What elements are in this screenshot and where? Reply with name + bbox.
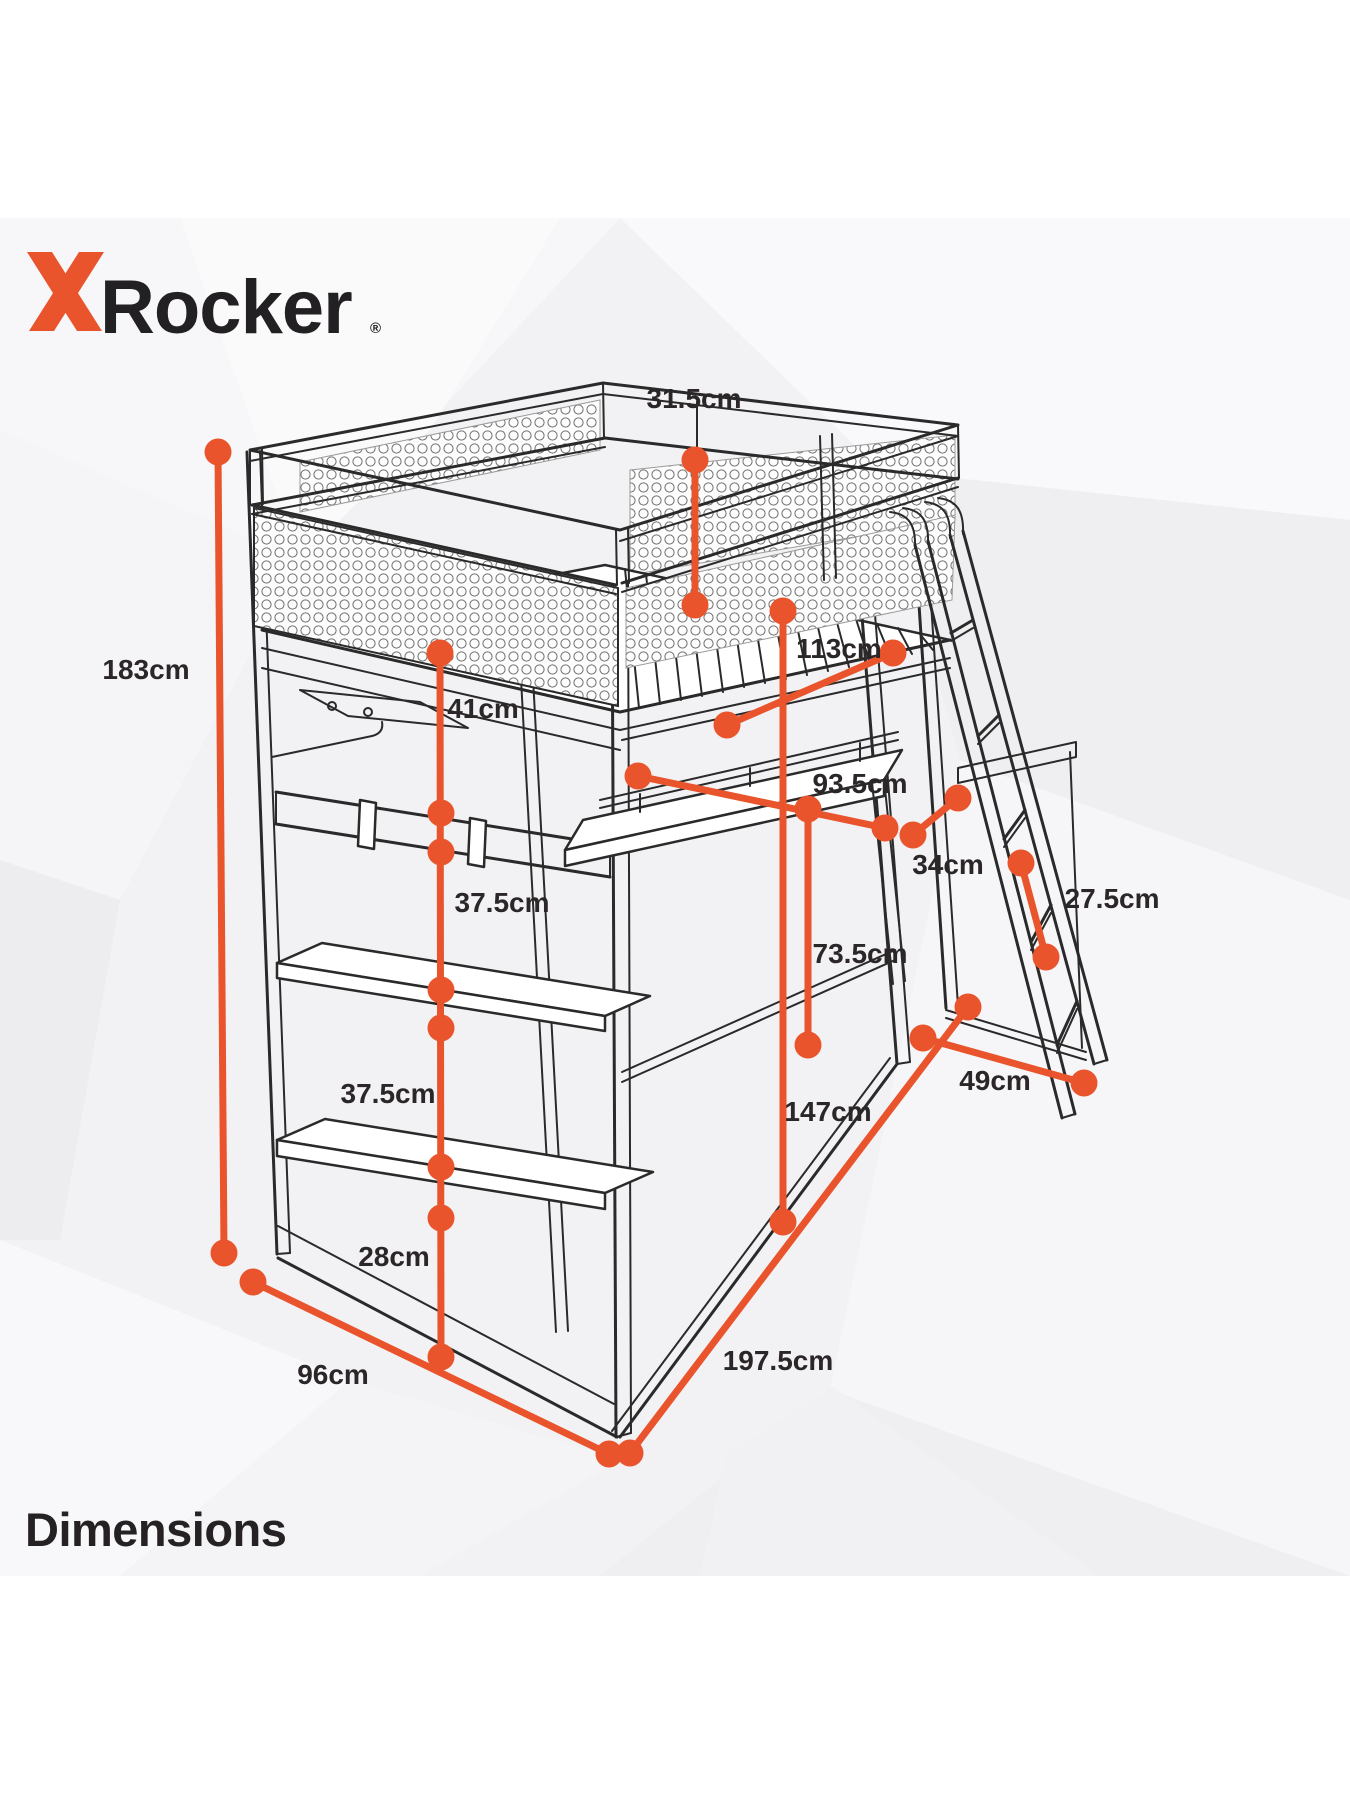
dim-line-underbed-clearance [769,597,797,1236]
dimension-label-ladder-foot: 49cm [959,1065,1031,1096]
dimension-label-clearance: 147cm [784,1096,871,1127]
dim-line-total-depth [616,993,982,1467]
dim-line-rail-offset [899,784,972,849]
dimension-label-depth: 197.5cm [723,1345,834,1376]
brand-logo: Rocker ® [27,252,381,350]
logo-wordmark: Rocker [100,265,352,350]
ladder [889,497,1109,1120]
dimension-label-rungs: 27.5cm [1065,883,1160,914]
dimension-label-desk-height: 73.5cm [813,938,908,969]
dimension-label-bottom-gap: 28cm [358,1241,430,1272]
dimension-label-shelf-lower: 37.5cm [341,1078,436,1109]
dimension-lines [204,438,1098,1468]
dim-line-width [239,1268,623,1468]
dimension-label-rail-gap: 41cm [447,693,519,724]
dim-line-ladder-rungs [1007,849,1060,971]
dimension-label-desk-depth: 93.5cm [813,768,908,799]
dimension-label-width: 96cm [297,1359,369,1390]
dimension-label-height: 183cm [102,654,189,685]
dimension-label-shelf-upper: 37.5cm [455,887,550,918]
logo-registered-mark: ® [370,320,381,337]
dim-line-top-rail [681,446,709,619]
page-title: Dimensions [25,1503,286,1556]
dimension-labels: 31.5cm 183cm 41cm 113cm 93.5cm 34cm 27.5… [102,383,1159,1390]
dim-line-desk-height [794,795,822,1059]
logo-x-icon [27,252,104,331]
dim-line-desk-depth [624,762,899,842]
dim-line-overall-height [204,438,238,1267]
background-facets [0,218,1350,1576]
dimension-label-rail-offset: 34cm [912,849,984,880]
dimension-label-top-rail: 31.5cm [647,383,742,414]
dim-line-desk-width [713,639,907,739]
dim-line-shelf-column [426,639,455,1371]
dimension-label-desk-width: 113cm [796,633,882,664]
dim-line-ladder-footprint [909,1024,1098,1097]
